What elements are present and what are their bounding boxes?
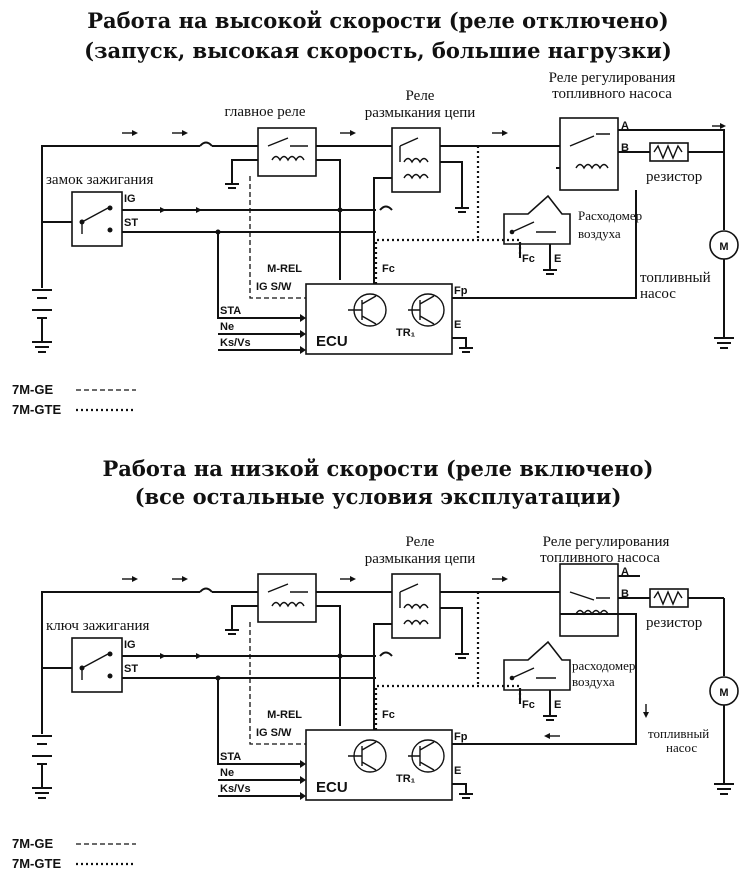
airflow-label-2: воздуха <box>578 226 621 241</box>
panel-high-speed: Работа на высокой скорости (реле отключе… <box>12 8 739 417</box>
pin-ne: Ne <box>220 321 234 333</box>
pin-ksvs: Ks/Vs <box>220 337 251 349</box>
motor-m: M <box>719 687 728 699</box>
pin-tr1: TR₁ <box>396 327 416 339</box>
pin-ksvs: Ks/Vs <box>220 783 251 795</box>
pin-fc-meter: Fc <box>522 253 535 265</box>
pin-b: B <box>621 588 629 600</box>
airflow-label-1: расходомер <box>572 658 635 673</box>
circuit-relay-label-1: Реле <box>406 88 435 104</box>
pin-fp: Fp <box>454 285 468 297</box>
battery-symbol <box>32 289 52 353</box>
pin-a: A <box>621 566 629 578</box>
pump-relay-label-1: Реле регулирования <box>543 534 670 550</box>
pin-a: A <box>621 120 629 132</box>
ecu: ECU TR₁ Fp E M-REL IG S/W Fc <box>256 190 637 355</box>
circuit-opening-relay: Реле размыкания цепи <box>365 88 476 288</box>
pin-igsw: IG S/W <box>256 281 292 293</box>
airflow-meter: Fc E Расходомер воздуха <box>503 194 642 275</box>
legend-7m-gte: 7M-GTE <box>12 856 61 871</box>
battery-symbol <box>32 735 52 799</box>
resistor-label: резистор <box>646 615 702 631</box>
fuel-pump-motor: M топливный насос <box>643 598 739 795</box>
dashed-7m-ge-line <box>249 622 306 745</box>
pin-ig: IG <box>124 639 136 651</box>
pin-fp: Fp <box>454 731 468 743</box>
pin-fc: Fc <box>382 263 395 275</box>
pin-mrel: M-REL <box>267 709 302 721</box>
pump-relay-label-2: топливного насоса <box>540 550 660 566</box>
pin-e: E <box>454 765 461 777</box>
motor-m: M <box>719 241 728 253</box>
ecu-label: ECU <box>316 779 348 796</box>
panel-low-speed: Работа на низкой скорости (реле включено… <box>12 456 739 871</box>
pump-relay-label-2: топливного насоса <box>552 86 672 102</box>
fuel-pump-motor: M топливный насос <box>640 123 739 349</box>
circuit-relay-label-2: размыкания цепи <box>365 105 476 121</box>
pin-sta: STA <box>220 305 241 317</box>
ignition-switch: IG ST замок зажигания <box>42 172 153 247</box>
ecu: ECU TR₁ Fp E M-REL IG S/W Fc <box>256 613 637 801</box>
circuit-relay-label-2: размыкания цепи <box>365 551 476 567</box>
power-bus <box>41 576 560 734</box>
legend: 7M-GE 7M-GTE <box>12 836 136 871</box>
circuit-relay-label-1: Реле <box>406 534 435 550</box>
pin-igsw: IG S/W <box>256 727 292 739</box>
pump-label-2: насос <box>640 286 676 302</box>
pin-st: ST <box>124 217 138 229</box>
resistor-label: резистор <box>646 169 702 185</box>
main-relay: главное реле <box>224 104 341 280</box>
ignition-label: замок зажигания <box>46 172 153 188</box>
pump-relay-label-1: Реле регулирования <box>549 70 676 86</box>
ecu-label: ECU <box>316 333 348 350</box>
pin-tr1: TR₁ <box>396 773 416 785</box>
pin-ne: Ne <box>220 767 234 779</box>
legend: 7M-GE 7M-GTE <box>12 382 136 417</box>
ecu-inputs: STA Ne Ks/Vs <box>217 678 306 800</box>
pump-label-1: топливный <box>648 726 709 741</box>
pin-b: B <box>621 142 629 154</box>
pin-st: ST <box>124 663 138 675</box>
ignition-switch: IG ST ключ зажигания <box>42 618 150 693</box>
panel-title: Работа на высокой скорости (реле отключе… <box>87 8 669 33</box>
pin-ig: IG <box>124 193 136 205</box>
panel-subtitle: (все остальные условия эксплуатации) <box>135 484 622 509</box>
legend-7m-ge: 7M-GE <box>12 382 54 397</box>
dotted-7m-gte-line <box>374 684 522 730</box>
pin-fc-meter: Fc <box>522 699 535 711</box>
pin-fc: Fc <box>382 709 395 721</box>
power-bus <box>41 130 560 288</box>
pin-e-meter: E <box>554 699 561 711</box>
panel-title: Работа на низкой скорости (реле включено… <box>103 456 654 481</box>
pin-e: E <box>454 319 461 331</box>
pump-label-2: насос <box>666 740 697 755</box>
pin-sta: STA <box>220 751 241 763</box>
pump-control-relay: A B Реле регулирования топливного насоса <box>549 70 676 191</box>
circuit-opening-relay: Реле размыкания цепи <box>365 534 476 734</box>
airflow-label-2: воздуха <box>572 674 615 689</box>
legend-7m-ge: 7M-GE <box>12 836 54 851</box>
legend-7m-gte: 7M-GTE <box>12 402 61 417</box>
resistor: резистор <box>646 588 724 631</box>
ignition-label: ключ зажигания <box>46 618 150 634</box>
resistor: резистор <box>646 142 724 185</box>
pin-mrel: M-REL <box>267 263 302 275</box>
airflow-label-1: Расходомер <box>578 208 642 223</box>
ecu-inputs: STA Ne Ks/Vs <box>217 232 306 354</box>
main-relay-label: главное реле <box>224 104 305 120</box>
panel-subtitle: (запуск, высокая скорость, большие нагру… <box>84 38 672 63</box>
dotted-7m-gte-line <box>374 238 522 284</box>
dashed-7m-ge-line <box>249 176 306 299</box>
pump-control-relay: A B Реле регулирования топливного насоса <box>540 534 670 637</box>
pin-e-meter: E <box>554 253 561 265</box>
main-relay <box>225 573 341 726</box>
pump-label-1: топливный <box>640 270 711 286</box>
airflow-meter: Fc E расходомер воздуха <box>503 640 635 721</box>
